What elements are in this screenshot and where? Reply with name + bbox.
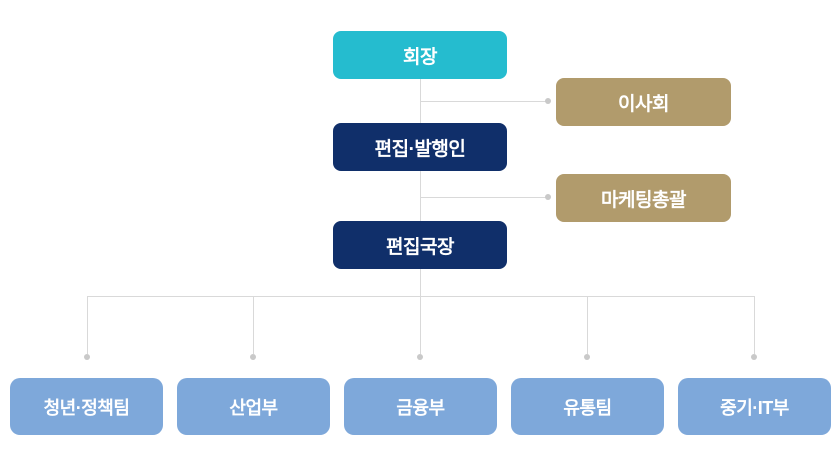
node-marketing-director: 마케팅총괄 (556, 174, 731, 222)
connector-drop-dept-1 (87, 296, 88, 354)
dot-dept-1-terminal (84, 354, 90, 360)
node-board: 이사회 (556, 78, 731, 126)
node-editor-publisher: 편집·발행인 (333, 123, 507, 171)
node-editor-in-chief: 편집국장 (333, 221, 507, 269)
dot-dept-2-terminal (250, 354, 256, 360)
node-dept-youth-policy: 청년·정책팀 (10, 378, 163, 435)
dot-marketing-terminal (545, 194, 551, 200)
connector-branch-board (420, 101, 546, 102)
dot-dept-3-terminal (417, 354, 423, 360)
connector-drop-dept-4 (587, 296, 588, 354)
connector-drop-dept-3 (420, 296, 421, 354)
dot-dept-5-terminal (751, 354, 757, 360)
node-chairman: 회장 (333, 31, 507, 79)
connector-editorchief-spread (420, 269, 421, 296)
connector-branch-marketing (420, 197, 546, 198)
dot-dept-4-terminal (584, 354, 590, 360)
node-dept-industry: 산업부 (177, 378, 330, 435)
node-dept-finance: 금융부 (344, 378, 497, 435)
node-dept-distribution: 유통팀 (511, 378, 664, 435)
connector-drop-dept-5 (754, 296, 755, 354)
connector-drop-dept-2 (253, 296, 254, 354)
dot-board-terminal (545, 98, 551, 104)
connector-publisher-editorchief (420, 171, 421, 221)
node-dept-sme-it: 중기·IT부 (678, 378, 831, 435)
